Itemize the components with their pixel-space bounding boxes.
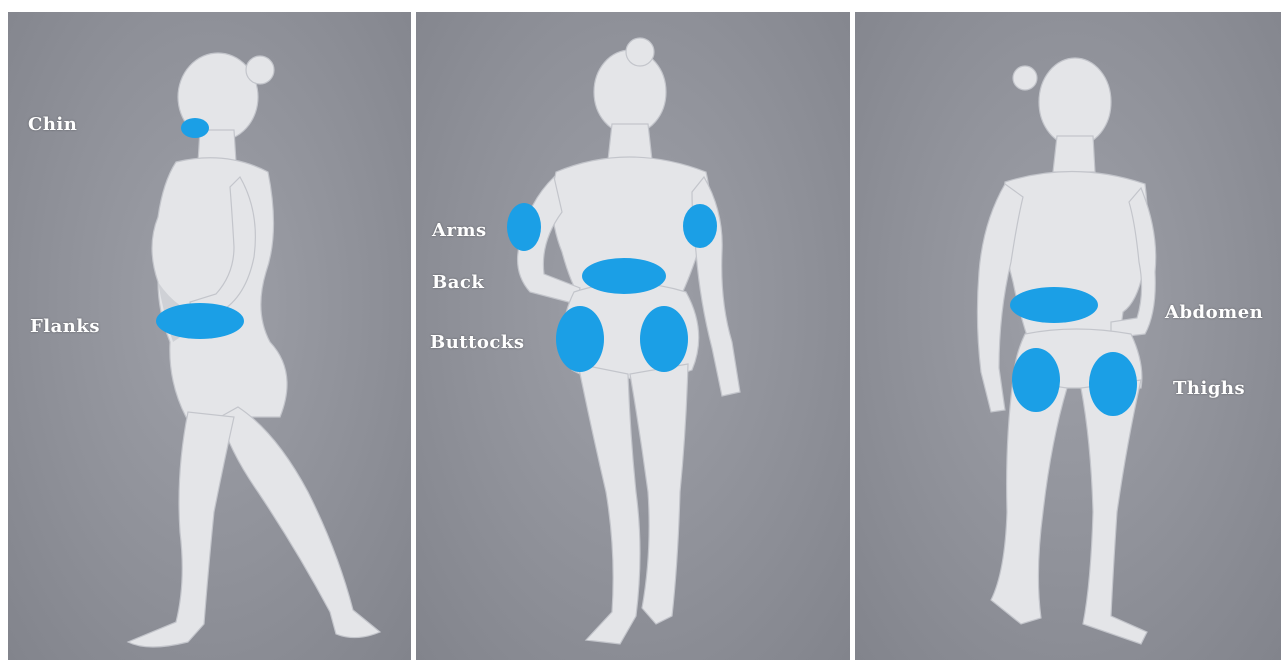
arms-target-area-left [507,203,541,251]
flanks-label: Flanks [30,316,100,337]
side-view-panel: Chin Flanks [8,12,411,660]
thighs-target-area-right [1089,352,1137,416]
buttocks-label: Buttocks [430,332,525,353]
back-target-area [582,258,666,294]
arms-label: Arms [432,220,487,241]
buttocks-target-area-right [640,306,688,372]
thighs-target-area-left [1012,348,1060,412]
front-view-panel: Abdomen Thighs [855,12,1281,660]
chin-target-area [181,118,209,138]
front-view-target-areas [855,12,1281,660]
back-label: Back [432,272,484,293]
back-view-panel: Arms Back Buttocks [416,12,850,660]
abdomen-label: Abdomen [1165,302,1263,323]
flanks-target-area [156,303,244,339]
abdomen-target-area [1010,287,1098,323]
arms-target-area-right [683,204,717,248]
chin-label: Chin [28,114,77,135]
buttocks-target-area-left [556,306,604,372]
thighs-label: Thighs [1173,378,1245,399]
